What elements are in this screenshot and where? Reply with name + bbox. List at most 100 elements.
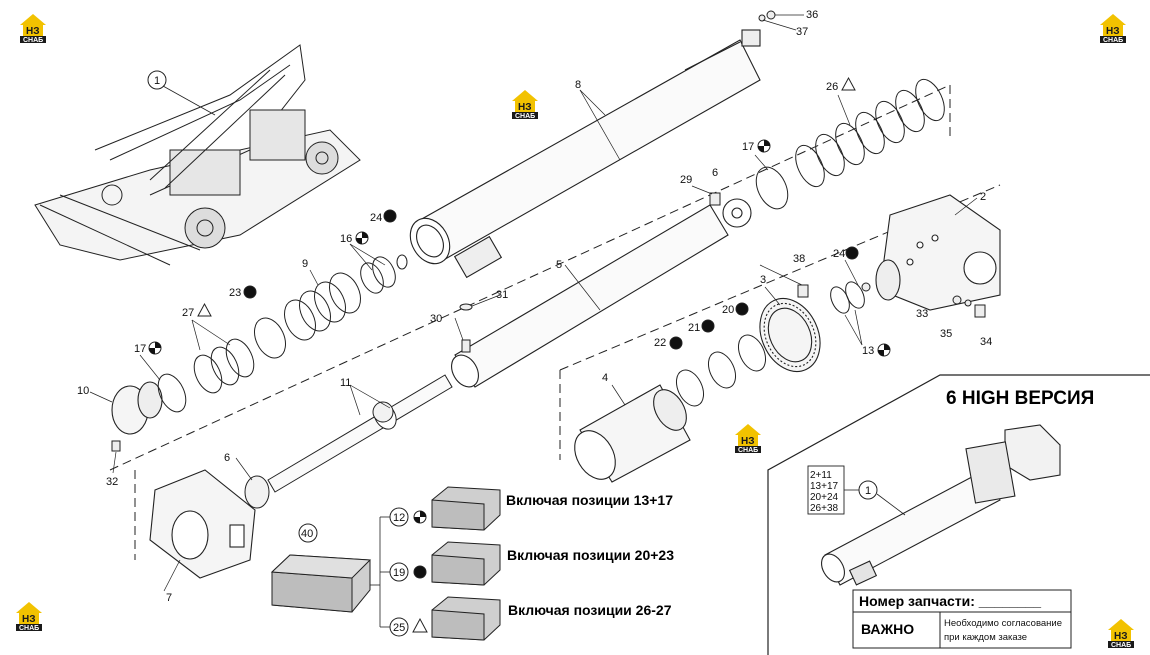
svg-text:12: 12 [393,512,405,524]
logo-watermark-center: НЗ СНАБ [735,424,761,454]
version-title: 6 HIGH ВЕРСИЯ [946,388,1094,409]
kit-19-row: 19 Включая позиции 20+23 [389,541,674,586]
cylinder-head-2 [875,194,1001,311]
kit-40-box [270,554,372,613]
callout-6b: 6 [224,452,230,464]
callout-16: 16 [340,233,352,245]
logo-watermark-top-left: НЗ СНАБ [20,14,46,44]
filled-circle-icon [701,319,715,333]
svg-text:2+11: 2+11 [810,470,832,481]
version-ref-circle [858,480,878,500]
part-number-label: Номер запчасти: ________ [859,593,1041,609]
filled-circle-icon [845,246,859,260]
callout-9: 9 [302,258,308,270]
svg-text:13+17: 13+17 [810,481,839,492]
logo-watermark-center-top: НЗ СНАБ [512,90,538,120]
end-cap-10 [111,381,163,435]
callout-11: 11 [340,377,351,389]
svg-text:25: 25 [393,622,405,634]
callout-30: 30 [430,313,442,325]
callout-26: 26 [826,81,838,93]
end-block-7 [149,469,256,579]
kit-40-callout-circle [298,523,318,543]
kit-bracket-lines [370,516,390,628]
svg-text:СНАБ: СНАБ [515,113,535,120]
callout-1: 1 [154,75,160,87]
piston-rod-5 [451,198,752,388]
important-note-1: Необходимо согласование [944,618,1062,629]
filled-circle-icon [669,336,683,350]
callout-7: 7 [166,592,172,604]
callout-36: 36 [806,9,818,21]
reach-stacker-illustration [34,44,361,266]
callout-24b: 24 [833,248,845,260]
version-cylinder [820,424,1061,586]
part-info-table: Номер запчасти: ________ ВАЖНО Необходим… [852,589,1072,649]
kit-25-row: 25 Включая позиции 26-27 [389,596,672,641]
callout-17a: 17 [742,141,754,153]
filled-circle-icon [243,285,257,299]
svg-text:НЗ: НЗ [1106,26,1120,37]
callout-labels: 2 3 4 5 6 6 7 8 9 10 11 13 16 17 17 20 2… [77,9,992,604]
triangle-icon [197,302,212,317]
callout-circle-1 [147,70,167,90]
callout-6a: 6 [712,167,718,179]
svg-text:СНАБ: СНАБ [738,447,758,454]
kit-40-ref: 40 [301,528,313,540]
callout-35: 35 [940,328,952,340]
callout-34: 34 [980,336,992,348]
callout-2: 2 [980,191,986,203]
svg-text:НЗ: НЗ [26,26,40,37]
triangle-icon [412,617,428,633]
svg-text:НЗ: НЗ [741,436,755,447]
svg-text:НЗ: НЗ [1114,631,1128,642]
filled-circle-icon [735,302,749,316]
callout-22: 22 [654,337,666,349]
bearing-ring-3 [759,298,821,372]
logo-watermark-bottom-left: НЗ СНАБ [16,602,42,632]
svg-text:19: 19 [393,567,405,579]
callout-29: 29 [680,174,692,186]
svg-text:НЗ: НЗ [518,102,532,113]
filled-circle-icon [383,209,397,223]
important-label: ВАЖНО [861,621,914,637]
callout-38: 38 [793,253,805,265]
callout-3: 3 [760,274,766,286]
callout-33: 33 [916,308,928,320]
important-note-2: при каждом заказе [944,632,1027,643]
callout-37: 37 [796,26,808,38]
svg-text:СНАБ: СНАБ [1103,37,1123,44]
svg-text:26+38: 26+38 [810,503,839,514]
triangle-icon [841,76,856,91]
callout-8: 8 [575,79,581,91]
svg-text:20+24: 20+24 [810,492,839,503]
version-includes-box: 2+11 13+17 20+24 26+38 [807,465,845,515]
callout-24a: 24 [370,212,382,224]
version-panel-frame [767,374,1150,655]
logo-watermark-bottom-right: НЗ СНАБ [1108,619,1134,649]
version-ref: 1 [865,485,871,497]
callout-20: 20 [722,304,734,316]
cylinder-tube-8 [409,29,761,279]
inner-rod-11 [267,374,453,493]
leader-lines [89,14,978,592]
svg-text:СНАБ: СНАБ [19,625,39,632]
callout-31: 31 [496,289,508,301]
svg-text:СНАБ: СНАБ [1111,642,1131,649]
kit-25-description: Включая позиции 26-27 [508,602,672,618]
seal-rings [157,78,945,509]
callout-4: 4 [602,372,608,384]
filled-circle-icon [413,565,427,579]
marker-symbols [148,76,891,357]
svg-text:НЗ: НЗ [22,614,36,625]
callout-21: 21 [688,322,700,334]
callout-13: 13 [862,345,874,357]
kit-12-row: 12 Включая позиции 13+17 [389,486,673,531]
callout-32: 32 [106,476,118,488]
callout-5: 5 [556,259,562,271]
callout-17b: 17 [134,343,146,355]
callout-27: 27 [182,307,194,319]
callout-23: 23 [229,287,241,299]
small-fittings [111,10,986,452]
